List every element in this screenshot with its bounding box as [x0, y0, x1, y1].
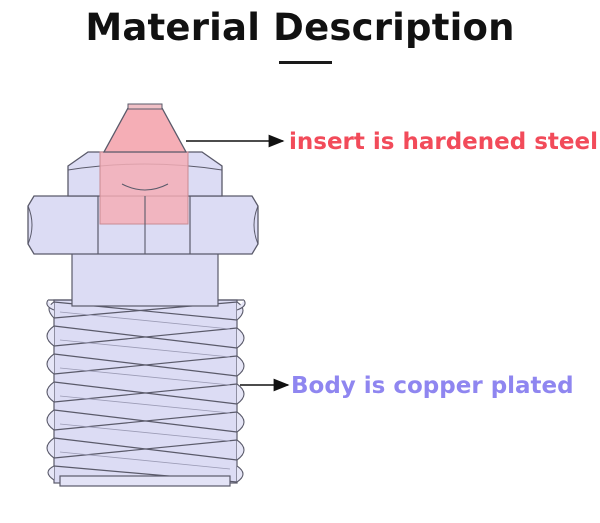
page-title: Material Description — [85, 6, 515, 49]
steel-insert — [99, 103, 189, 254]
body-neck — [46, 249, 246, 311]
hex-nut — [27, 192, 259, 255]
body-label: Body is copper plated — [291, 373, 574, 399]
threaded-body — [46, 299, 245, 487]
insert-label: insert is hardened steel — [289, 129, 598, 155]
title-underline — [279, 61, 332, 64]
